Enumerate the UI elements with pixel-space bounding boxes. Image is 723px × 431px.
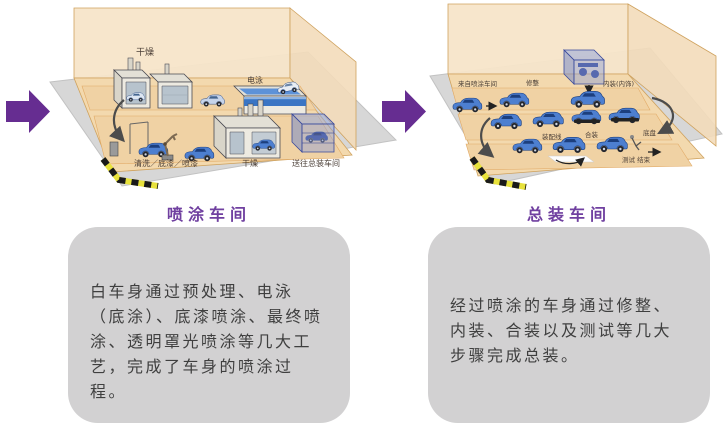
assembly-line-2: [457, 113, 673, 141]
paint-workshop-diagram: 干燥: [49, 7, 398, 189]
assembly-shop-description-text: 经过喷涂的车身通过修整、内装、合装以及测试等几大步骤完成总装。: [450, 296, 673, 365]
label-assembly-line: 装配线: [542, 132, 562, 141]
wash-prime-spray-station: [109, 121, 178, 161]
label-test-end: 测试 结束: [622, 155, 651, 164]
label-interior: 内装(内饰): [603, 79, 634, 88]
conveyor-turn-arrow: [108, 99, 125, 143]
test-swoosh-arrow: [555, 157, 585, 167]
paint-shop-description-text: 白车身通过预处理、电泳（底涂）、底漆喷涂、最终喷涂、透明罩光喷涂等几大工艺，完成…: [90, 282, 323, 401]
spray-booth-machines: [113, 57, 193, 109]
assembly-shop-right-wall: [627, 3, 717, 147]
line2-to-line3-arrow: [477, 117, 495, 158]
label-to-assembly: 送往总装车间: [292, 158, 340, 168]
chassis-under-car: [574, 119, 600, 123]
label-marriage: 合装: [585, 130, 599, 139]
paint-shop-back-wall: [73, 7, 291, 79]
workshops-illustration: 干燥: [6, 3, 723, 190]
label-clean-primer-spray: 清洗／底漆／喷漆: [134, 158, 198, 168]
label-from-paint-shop: 来自喷涂车间: [458, 79, 497, 88]
assembly-workshop-diagram: 来自喷涂车间 修整 内装(内饰) 装配线 合装 底盘: [429, 3, 723, 190]
assembly-shop-description-box: 经过喷涂的车身通过修整、内装、合装以及测试等几大步骤完成总装。: [428, 227, 710, 423]
assembly-shop-title: 总装车间: [526, 205, 611, 224]
paint-shop-title: 喷涂车间: [166, 205, 251, 224]
flow-arrow-to-assembly-shop: [382, 90, 426, 133]
label-chassis: 底盘: [643, 128, 657, 137]
label-electrocoat: 电泳: [247, 75, 263, 85]
flow-arrow-to-paint-shop: [6, 90, 50, 133]
label-drying-bottom: 干燥: [242, 159, 258, 168]
inspection-claw: [630, 135, 642, 151]
hazard-stripe: [100, 157, 159, 189]
hazard-stripe: [469, 156, 527, 190]
line1-to-line2-arrow: [651, 96, 675, 135]
paint-shop-right-wall: [289, 7, 357, 152]
paint-shop-description-box: 白车身通过预处理、电泳（底涂）、底漆喷涂、最终喷涂、透明罩光喷涂等几大工艺，完成…: [68, 227, 350, 423]
label-drying-top: 干燥: [136, 47, 154, 58]
drying-oven: [213, 99, 281, 159]
chassis-under-car: [611, 118, 639, 122]
electrocoat-tank: [233, 80, 307, 115]
transfer-crate: [291, 113, 335, 153]
parts-crate: [563, 49, 605, 85]
label-trim: 修整: [526, 78, 540, 87]
test-mat: [547, 155, 595, 163]
